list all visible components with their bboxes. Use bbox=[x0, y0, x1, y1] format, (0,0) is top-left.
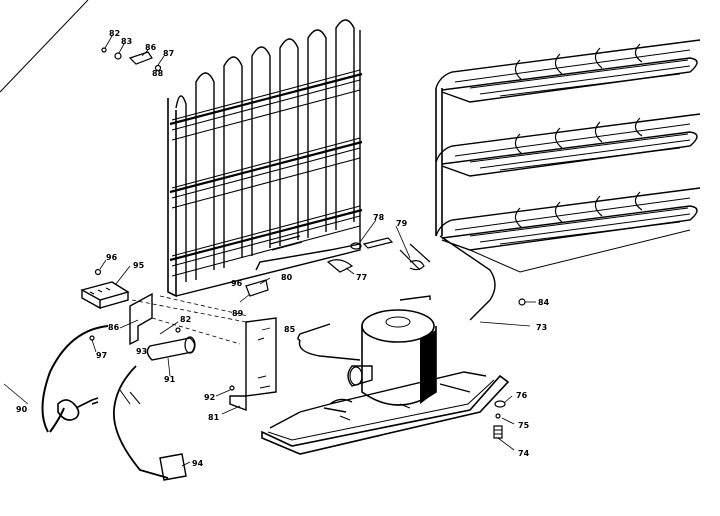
callout-92: 92 bbox=[204, 393, 215, 402]
capacitor bbox=[146, 336, 196, 361]
callout-80: 80 bbox=[281, 273, 293, 282]
relay-overload bbox=[80, 281, 130, 310]
callout-86-top: 86 bbox=[145, 43, 157, 52]
callout-86-cord: 86 bbox=[108, 323, 120, 332]
callout-88: 88 bbox=[152, 69, 164, 78]
callout-labels: 82 83 86 87 88 78 79 77 96 95 96 80 89 8… bbox=[16, 29, 550, 468]
small-hardware bbox=[89, 47, 526, 439]
callout-85: 85 bbox=[284, 325, 296, 334]
callout-73: 73 bbox=[536, 323, 547, 332]
callout-90: 90 bbox=[16, 405, 28, 414]
callout-74: 74 bbox=[518, 449, 530, 458]
base-plate bbox=[261, 371, 510, 455]
callout-77: 77 bbox=[356, 273, 367, 282]
refrigerant-tubing bbox=[255, 235, 496, 361]
callout-75: 75 bbox=[518, 421, 530, 430]
callout-79: 79 bbox=[396, 219, 408, 228]
callout-96-bracket: 96 bbox=[231, 279, 243, 288]
corner-diagonal-line bbox=[0, 0, 89, 93]
callout-81: 81 bbox=[208, 413, 220, 422]
callout-82-top: 82 bbox=[109, 29, 120, 38]
callout-97: 97 bbox=[96, 351, 107, 360]
callout-82-mid: 82 bbox=[180, 315, 191, 324]
callout-84: 84 bbox=[538, 298, 550, 307]
callout-89: 89 bbox=[232, 309, 244, 318]
leader-lines bbox=[3, 35, 536, 467]
callout-93: 93 bbox=[136, 347, 147, 356]
callout-96-relay: 96 bbox=[106, 253, 118, 262]
callout-87: 87 bbox=[163, 49, 174, 58]
callout-76: 76 bbox=[516, 391, 528, 400]
evaporator-shelves bbox=[435, 39, 701, 273]
callout-94: 94 bbox=[192, 459, 204, 468]
power-cord bbox=[41, 325, 187, 481]
callout-91: 91 bbox=[164, 375, 176, 384]
callout-83: 83 bbox=[121, 37, 132, 46]
mounting-brackets bbox=[129, 292, 277, 412]
compressor bbox=[347, 309, 437, 406]
callout-78: 78 bbox=[373, 213, 385, 222]
callout-95: 95 bbox=[133, 261, 145, 270]
condenser-coil bbox=[167, 19, 363, 298]
